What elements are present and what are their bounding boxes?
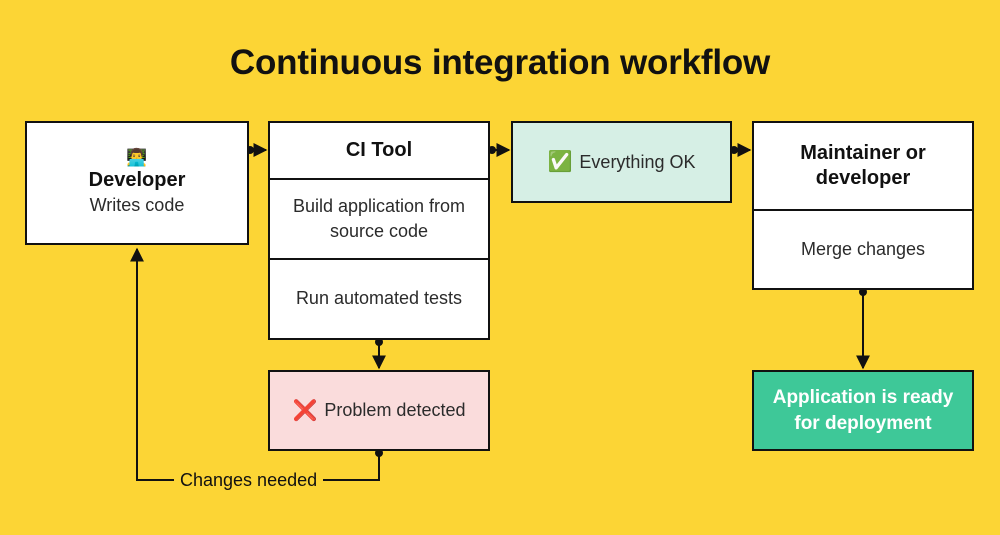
node-ci-tool[interactable]: CI Tool Build application from source co… bbox=[268, 121, 490, 340]
maintainer-action: Merge changes bbox=[754, 208, 972, 288]
ci-tool-step-build-label: Build application from source code bbox=[292, 195, 466, 241]
technologist-icon: 👨‍💻 bbox=[126, 148, 148, 167]
ci-tool-header: CI Tool bbox=[270, 123, 488, 178]
developer-cell: 👨‍💻 Developer Writes code bbox=[27, 123, 247, 243]
everything-ok-row: ✅ Everything OK bbox=[548, 150, 696, 175]
maintainer-title: Maintainer or developer bbox=[800, 141, 926, 189]
ci-tool-step-test-label: Run automated tests bbox=[295, 288, 463, 309]
developer-subtitle: Writes code bbox=[89, 195, 185, 215]
developer-title: Developer bbox=[88, 169, 186, 191]
everything-ok-label: Everything OK bbox=[579, 151, 696, 172]
everything-ok-cell: ✅ Everything OK bbox=[513, 123, 730, 201]
problem-cell: ❌ Problem detected bbox=[270, 372, 488, 449]
node-developer[interactable]: 👨‍💻 Developer Writes code bbox=[25, 121, 249, 245]
edge-maintainer-to-deployment bbox=[856, 288, 870, 370]
edge-label-changes-needed: Changes needed bbox=[174, 468, 324, 492]
node-problem-detected[interactable]: ❌ Problem detected bbox=[268, 370, 490, 451]
ci-tool-step-test: Run automated tests bbox=[270, 257, 488, 338]
edge-ci-tool-to-everything-ok bbox=[488, 143, 511, 157]
ci-tool-step-build: Build application from source code bbox=[270, 177, 488, 258]
node-maintainer[interactable]: Maintainer or developer Merge changes bbox=[752, 121, 974, 290]
ci-tool-title: CI Tool bbox=[345, 138, 413, 161]
deployment-label: Application is ready for deployment bbox=[772, 386, 954, 434]
problem-row: ❌ Problem detected bbox=[293, 398, 466, 423]
maintainer-action-label: Merge changes bbox=[800, 238, 926, 259]
node-deployment-ready[interactable]: Application is ready for deployment bbox=[752, 370, 974, 451]
page-title: Continuous integration workflow bbox=[229, 43, 771, 82]
edge-developer-to-ci-tool bbox=[246, 143, 268, 157]
cross-mark-icon: ❌ bbox=[292, 399, 318, 422]
maintainer-header: Maintainer or developer bbox=[754, 123, 972, 209]
check-mark-button-icon: ✅ bbox=[547, 151, 573, 173]
deployment-cell: Application is ready for deployment bbox=[754, 372, 972, 449]
node-everything-ok[interactable]: ✅ Everything OK bbox=[511, 121, 732, 203]
edge-everything-ok-to-maintainer bbox=[730, 143, 752, 157]
problem-label: Problem detected bbox=[324, 400, 466, 420]
edge-ci-tool-to-problem bbox=[372, 338, 386, 370]
